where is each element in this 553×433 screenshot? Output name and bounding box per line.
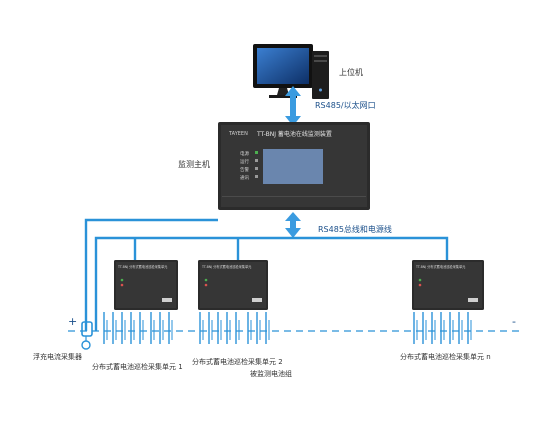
battery-cell [458, 312, 463, 344]
battery-cell [247, 312, 252, 344]
battery-cell [440, 312, 445, 344]
battery-cell [449, 312, 454, 344]
monitor-lcd-screen [263, 149, 323, 184]
indicator-label: 运行 [240, 158, 249, 165]
battery-plus-sign: + [68, 315, 78, 328]
indicator-led [255, 151, 258, 154]
unit-led [418, 278, 422, 282]
unit-panel-title: TT-BNJ 分布式蓄电池巡检采集单元 [201, 264, 252, 269]
acquisition-unit-3: TT-BNJ 分布式蓄电池巡检采集单元 [412, 260, 484, 310]
battery-cell [168, 312, 173, 344]
battery-cell [256, 312, 261, 344]
battery-cell [235, 312, 240, 344]
bus-link-arrow [285, 212, 301, 238]
unit-1-label: 分布式蓄电池巡检采集单元 1 [92, 363, 183, 371]
battery-string-label: 被监测电池组 [250, 370, 292, 378]
battery-cell [265, 312, 270, 344]
unit-led [204, 283, 208, 287]
battery-minus-sign: - [512, 315, 516, 328]
unit-terminal [162, 298, 172, 302]
battery-cell [150, 312, 155, 344]
indicator-led [255, 159, 258, 162]
indicator-led [255, 175, 258, 178]
unit-led [204, 278, 208, 282]
acquisition-unit-1: TT-BNJ 分布式蓄电池巡检采集单元 [114, 260, 178, 310]
battery-cell [103, 312, 108, 344]
acquisition-unit-2: TT-BNJ 分布式蓄电池巡检采集单元 [198, 260, 268, 310]
battery-cell [226, 312, 231, 344]
unit-2-label: 分布式蓄电池巡检采集单元 2 [192, 358, 283, 366]
unit-terminal [252, 298, 262, 302]
monitor-brand: TAYEEN [228, 131, 248, 137]
host-computer-label: 上位机 [339, 68, 363, 77]
unit-led [418, 283, 422, 287]
unit-terminal [468, 298, 478, 302]
battery-cell [208, 312, 213, 344]
battery-cell [422, 312, 427, 344]
battery-cell [217, 312, 222, 344]
battery-cell [413, 312, 418, 344]
desktop-computer-icon [253, 44, 329, 99]
battery-cell [159, 312, 164, 344]
indicator-label: 通讯 [240, 174, 249, 181]
unit-n-label: 分布式蓄电池巡检采集单元 n [400, 353, 491, 361]
bus-link-label: RS485总线和电源线 [318, 225, 392, 234]
battery-cell [431, 312, 436, 344]
monitor-host-label: 监测主机 [178, 160, 210, 169]
unit-panel-title: TT-BNJ 分布式蓄电池巡检采集单元 [415, 264, 466, 269]
battery-cell [112, 312, 117, 344]
battery-cell [130, 312, 135, 344]
battery-cell [467, 312, 472, 344]
monitor-panel-title: TT-BNJ 蓄电池在线监测装置 [256, 130, 332, 138]
indicator-led [255, 167, 258, 170]
unit-led [120, 283, 124, 287]
current-sensor-label: 浮充电流采集器 [33, 353, 82, 361]
indicator-label: 告警 [240, 166, 249, 173]
unit-led [120, 278, 124, 282]
host-link-arrow [285, 86, 301, 126]
bus-lines [84, 218, 449, 331]
current-sensor-icon [81, 321, 93, 350]
battery-cell [199, 312, 204, 344]
unit-panel-title: TT-BNJ 分布式蓄电池巡检采集单元 [117, 264, 168, 269]
indicator-label: 电源 [240, 150, 249, 157]
battery-cell [121, 312, 126, 344]
host-link-label: RS485/以太网口 [315, 101, 376, 110]
battery-cell [139, 312, 144, 344]
